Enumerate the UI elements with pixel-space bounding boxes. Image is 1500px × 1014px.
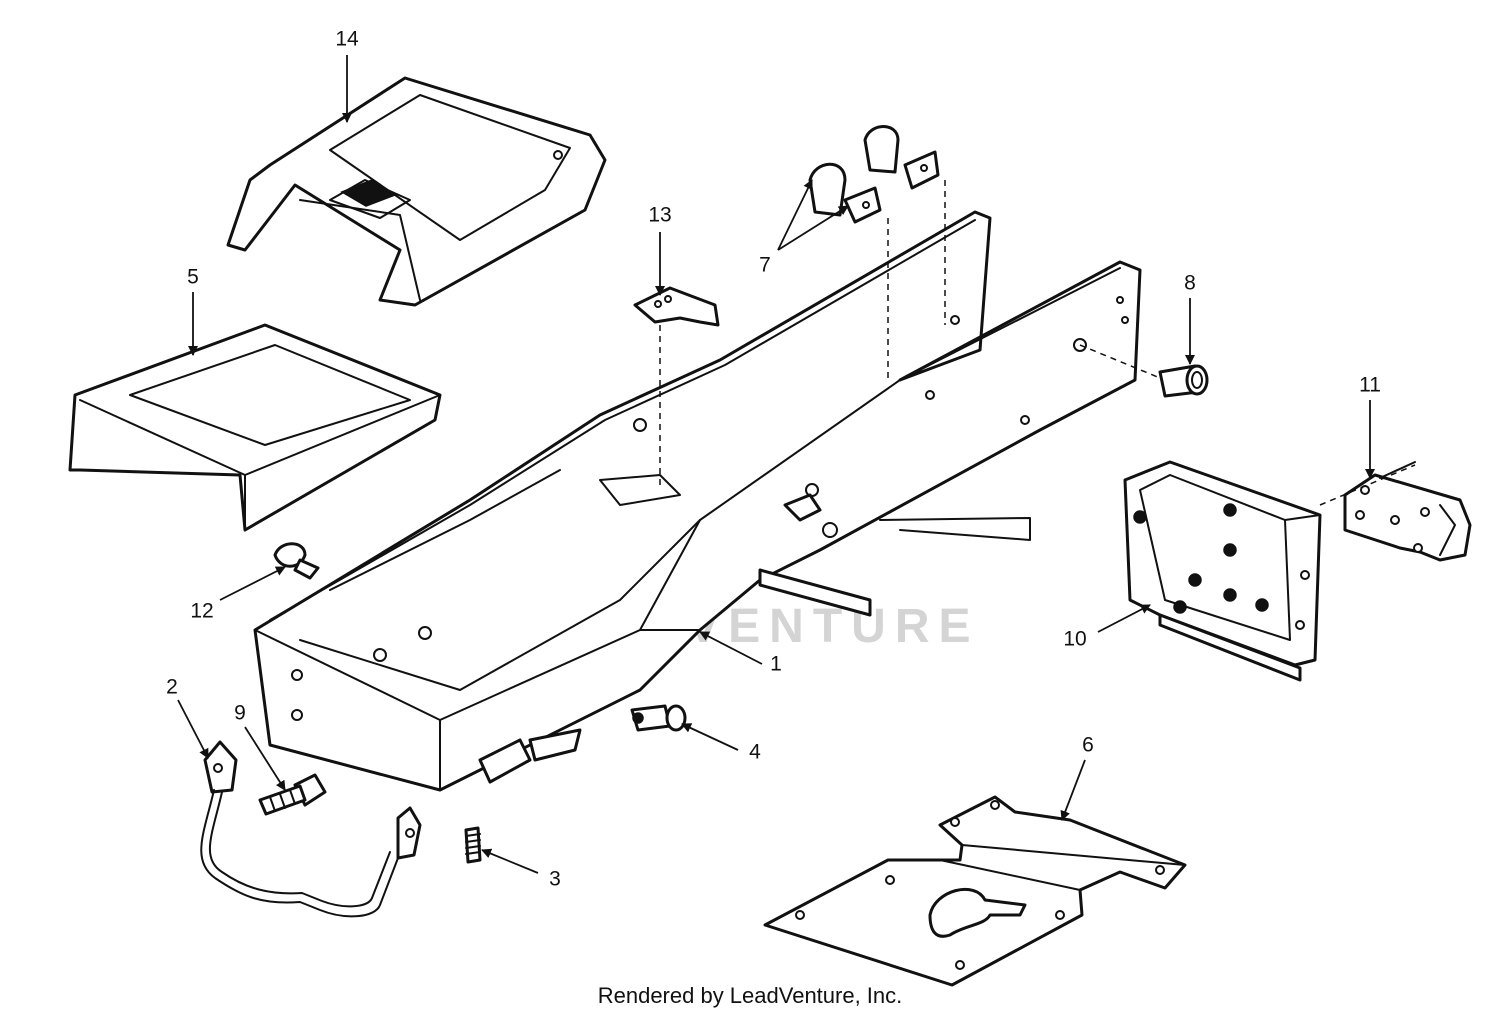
footer-credit: Rendered by LeadVenture, Inc. <box>598 983 903 1008</box>
callout-6: 6 <box>1082 734 1094 757</box>
callout-7: 7 <box>759 254 771 277</box>
leader-lines <box>177 55 1375 874</box>
part-14-dash-cover[interactable] <box>226 76 607 307</box>
part-12-clip[interactable] <box>273 542 320 580</box>
part-3-spring-clip[interactable] <box>464 826 482 864</box>
callout-3: 3 <box>549 868 561 891</box>
part-1-main-frame[interactable] <box>253 210 1142 792</box>
callout-1: 1 <box>770 653 782 676</box>
callout-11: 11 <box>1359 374 1381 397</box>
callout-5: 5 <box>187 266 199 289</box>
callout-labels: 1 2 3 4 5 6 7 8 9 10 11 12 13 14 <box>166 28 1381 891</box>
callout-2: 2 <box>166 676 178 699</box>
part-11-hinge-plate[interactable] <box>1343 461 1472 562</box>
part-13-bracket[interactable] <box>633 286 720 327</box>
part-7-clips[interactable] <box>808 125 940 224</box>
part-6-base-plate[interactable] <box>763 795 1187 987</box>
callout-10: 10 <box>1063 628 1086 651</box>
callout-13: 13 <box>648 204 671 227</box>
part-9-bolt[interactable] <box>258 773 327 816</box>
callout-8: 8 <box>1184 272 1196 295</box>
callout-9: 9 <box>234 702 246 725</box>
part-5-cover-panel[interactable] <box>68 323 442 532</box>
part-2-strap[interactable] <box>200 740 422 918</box>
callout-4: 4 <box>749 741 761 764</box>
part-10-mounting-plate[interactable] <box>1123 460 1322 682</box>
callout-14: 14 <box>335 28 359 51</box>
alignment-lines <box>659 180 1416 506</box>
part-8-bushing[interactable] <box>1158 364 1209 398</box>
callout-12: 12 <box>190 600 213 623</box>
part-4-shoulder-bolt[interactable] <box>630 704 687 732</box>
